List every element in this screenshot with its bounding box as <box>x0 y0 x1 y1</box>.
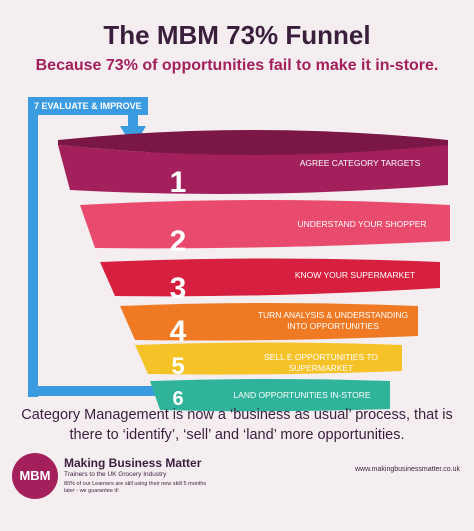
website-link[interactable]: www.makingbusinessmatter.co.uk <box>354 466 460 473</box>
brand-name: Making Business Matter <box>64 456 202 470</box>
stage-5-band <box>135 342 402 375</box>
stage-4-label: TURN ANALYSIS & UNDERSTANDING INTO OPPOR… <box>257 310 409 331</box>
stage-4-number: 4 <box>169 315 187 348</box>
stage-1-label: AGREE CATEGORY TARGETS <box>299 158 421 168</box>
summary-statement: Category Management is now a ‘business a… <box>21 407 453 443</box>
stage-4-band <box>120 303 418 341</box>
stage-6-band <box>150 379 390 412</box>
stage-5-label: SELL E OPPORTUNITIES TO SUPERMARKET <box>264 352 378 373</box>
loop-label: 7 EVALUATE & IMPROVE <box>34 101 142 111</box>
stage-3-band <box>100 258 440 297</box>
stage-6-label: LAND OPPORTUNITIES IN-STORE <box>233 390 371 400</box>
stage-1-number: 1 <box>169 166 187 199</box>
brand-tagline: Trainers to the UK Grocery Industry <box>64 471 167 478</box>
stage-2-label: UNDERSTAND YOUR SHOPPER <box>297 219 427 229</box>
stage-3-label: KNOW YOUR SUPERMARKET <box>294 270 416 280</box>
brand-note: 80% of our Learners are still using thei… <box>64 481 207 494</box>
stage-6-number: 6 <box>172 388 184 410</box>
stage-3-number: 3 <box>169 272 187 305</box>
mbm-logo: MBM <box>12 453 58 499</box>
stage-5-number: 5 <box>171 353 185 380</box>
loop-arrow <box>28 97 158 397</box>
stage-1-band <box>58 130 448 194</box>
loop-label-box <box>28 97 148 115</box>
page-title: The MBM 73% Funnel <box>103 20 371 50</box>
page-subtitle: Because 73% of opportunities fail to mak… <box>35 57 439 74</box>
stage-2-number: 2 <box>169 225 187 258</box>
stage-2-band <box>80 200 450 249</box>
